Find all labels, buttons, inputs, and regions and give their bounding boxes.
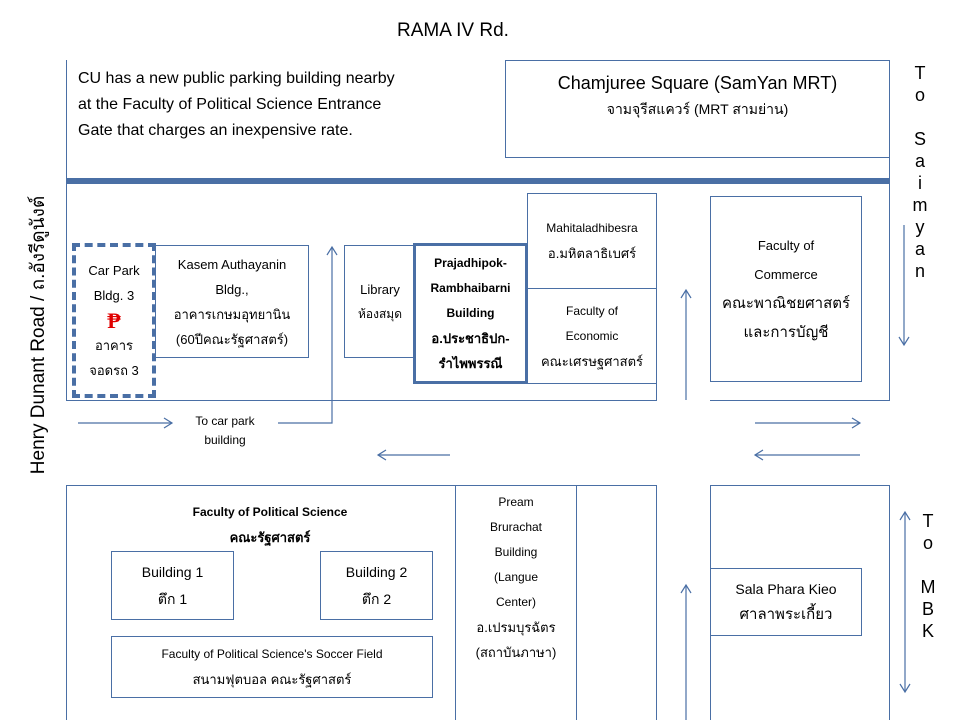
main-road-line — [66, 178, 890, 184]
arrow-right-side-top — [898, 225, 910, 347]
arrow-up-lower — [680, 583, 692, 720]
arrow-left-east — [753, 449, 860, 461]
arrow-vertical-mbk — [899, 510, 911, 694]
parking-note: CU has a new public parking building nea… — [78, 70, 395, 139]
arrow-right-east — [755, 417, 862, 429]
rama-iv-road-label: RAMA IV Rd. — [397, 20, 509, 41]
arrow-left-middle — [376, 449, 450, 461]
arrow-up-to-library — [278, 245, 338, 424]
arrow-right-to-carpark — [78, 417, 174, 429]
arrow-up-upper — [680, 288, 692, 400]
chamjuree-square: Chamjuree Square (SamYan MRT) จามจุรีสแค… — [505, 60, 890, 158]
soccer-field: Faculty of Political Science's Soccer Fi… — [111, 636, 433, 698]
parking-icon: ₱ — [107, 308, 121, 333]
